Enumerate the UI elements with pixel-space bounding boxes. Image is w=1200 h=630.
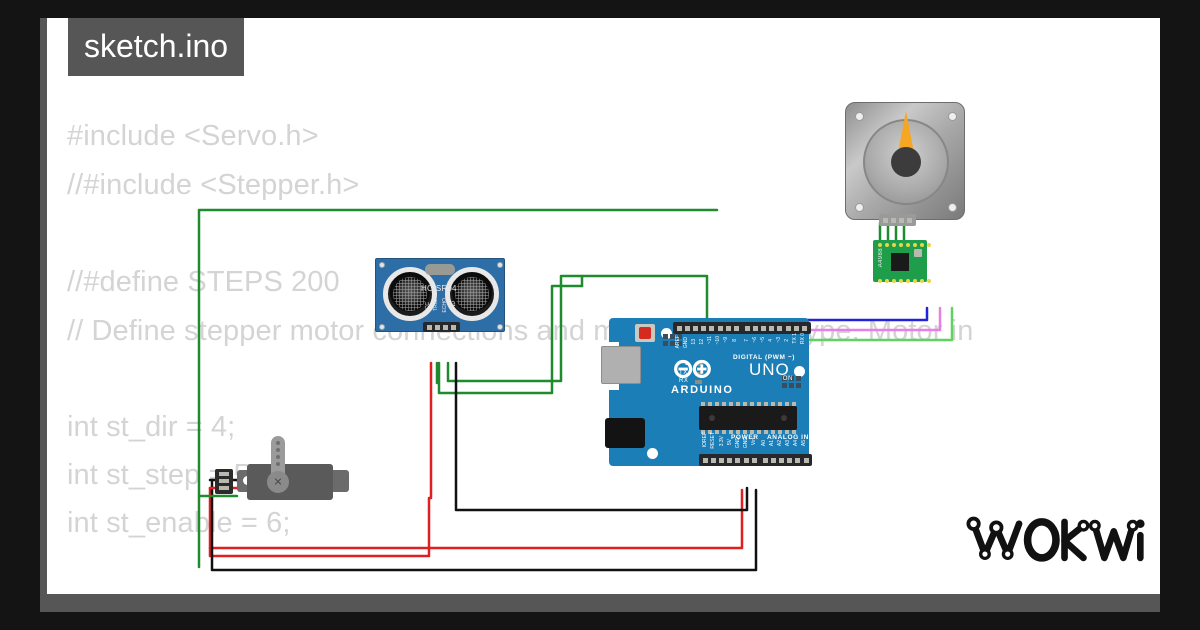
chip-legs-top [699,402,797,406]
screw-hole [855,203,864,212]
pin-label-d4: 4 [768,339,774,342]
screw-hole [855,112,864,121]
arduino-infinity-logo [674,359,711,379]
servo-body [247,464,333,500]
wire-green-3 [446,274,709,383]
pin-label-trig: TRIG [433,299,439,311]
pin-label-d5: ~5 [760,337,766,343]
servo-output-shaft[interactable] [267,471,289,493]
mount-hole [647,448,658,459]
screw-hole [379,324,385,330]
pin-label-3v3: 3.3V [719,436,725,447]
a4988-header-bottom[interactable] [878,279,931,283]
current-limit-potentiometer[interactable] [914,249,922,257]
reset-button[interactable] [635,324,655,342]
pin [434,324,440,330]
pin [451,324,457,330]
wokwi-logo [966,516,1145,562]
silk-tx: TX [679,370,688,376]
pin-label-aref: AREF [675,335,681,349]
pin-label-d2: 2 [784,339,790,342]
wire-black-1 [454,361,749,512]
pin [426,324,432,330]
servo-horn[interactable] [271,436,285,480]
screw-hole [948,112,957,121]
mount-hole [794,366,805,377]
pin-label-tx1: TX 1 [792,333,798,344]
pin-label-d12: 12 [699,339,705,345]
stepper-shaft-hub [891,147,921,177]
pin-label-gnd: GND [683,337,689,349]
servo-connector[interactable] [215,469,233,494]
pin-label-d6: ~6 [752,337,758,343]
pin-label-reset: RESET [710,432,716,449]
screw-hole [497,324,503,330]
silk-uno: UNO [749,360,790,379]
part-hcsr04[interactable]: HC-SR04 VCC TRIG ECHO GND [375,258,507,334]
silk-digital-pwm: DIGITAL (PWM ~) [733,354,796,361]
pin-label-d3: ~3 [776,337,782,343]
screw-hole [497,262,503,268]
pin-label-d11: ~11 [707,336,713,345]
mount-hole [661,328,672,339]
screw-hole [379,262,385,268]
icsp2-header[interactable] [663,334,682,346]
stepper-wire-header[interactable] [879,214,916,226]
hcsr04-transmitter [383,267,437,321]
a4988-header-top[interactable] [878,243,931,247]
transducer-mesh [455,277,489,311]
digital-header-low[interactable] [741,322,811,334]
wiring-layer [197,208,954,572]
hcsr04-silkscreen: HC-SR04 [421,284,457,293]
a4988-silkscreen: A4988 [878,248,884,268]
wire-red-1 [208,361,433,558]
part-arduino-uno[interactable]: AREF GND 13 12 ~11 ~10 ~9 8 7 ~6 ~5 4 ~3… [601,318,813,470]
pin-label-gnd: GND [451,301,457,313]
silk-on: ON [782,376,793,382]
pin-label-d8: 8 [732,339,738,342]
silk-analog-in: ANALOG IN [767,434,809,441]
power-jack[interactable] [605,418,645,448]
silk-power: POWER [731,434,759,441]
part-stepper-motor[interactable] [845,102,967,226]
power-header[interactable] [699,454,769,466]
wire-black-2 [210,478,758,572]
pin-label-d13: 13 [691,339,697,345]
chip-legs-bottom [699,430,797,434]
screw-hole [948,203,957,212]
transducer-mesh [393,277,427,311]
silk-rx: RX [679,378,689,384]
pin-label-d10: ~10 [715,336,721,345]
pin-label-vcc: VCC [425,302,431,313]
editor-tab-sketch-ino[interactable]: sketch.ino [68,18,245,76]
pin-label-rx0: RX 0 [800,333,806,345]
pin-label-d7: 7 [744,339,750,342]
atmega328p-chip [699,406,797,430]
silk-arduino: ARDUINO [671,384,734,396]
crystal-oscillator [425,264,455,275]
icsp1-header[interactable] [782,376,801,388]
pin-label-ioref: IOREF [702,432,708,448]
wire-green-1 [197,208,719,569]
led-rx [695,380,702,384]
part-a4988[interactable]: A4988 [873,240,931,286]
servo-mount-hole [360,476,369,485]
pin-label-d9: ~9 [723,337,729,343]
usb-connector[interactable] [601,346,641,384]
analog-header[interactable] [759,454,813,466]
a4988-driver-chip [891,253,909,271]
part-servo[interactable] [215,436,375,512]
hcsr04-receiver [445,267,499,321]
hcsr04-pin-header[interactable] [423,322,460,332]
simulation-canvas: #include <Servo.h> //#include <Stepper.h… [47,18,1160,594]
pin [442,324,448,330]
pin-label-echo: ECHO [442,298,448,313]
